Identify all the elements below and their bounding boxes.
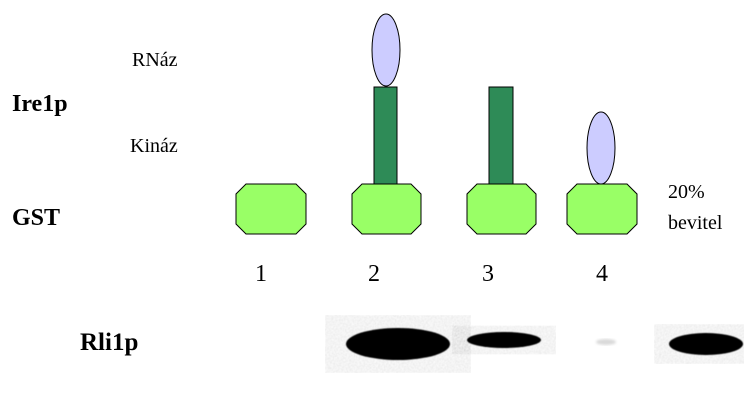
lane-number-1: 1 [255, 261, 267, 287]
gel-band-input-group [669, 333, 743, 355]
lane-number-3: 3 [482, 261, 494, 287]
rli1p-label: Rli1p [80, 329, 139, 356]
gst-shape-1 [235, 183, 307, 235]
gst-label: GST [12, 205, 61, 231]
kinase-domain-2 [373, 86, 398, 185]
gst-shape-4 [566, 183, 638, 235]
gel-band-lane-3-group [467, 332, 541, 348]
gel-band-lane-4 [596, 339, 616, 345]
lane-number-4: 4 [596, 261, 608, 287]
gel-band-lane-2 [346, 328, 450, 360]
lane-number-2: 2 [368, 261, 380, 287]
kinase-domain-3 [488, 86, 514, 185]
input-percent-label: 20% [668, 181, 705, 203]
gel-band-lane-4-group [596, 339, 616, 345]
rnase-domain-4 [586, 111, 616, 185]
kinase-domain-label: Kináz [130, 135, 178, 157]
rnase-domain-label: RNáz [132, 49, 178, 71]
input-word-label: bevitel [668, 212, 723, 234]
gel-band-lane-3 [467, 332, 541, 348]
gel-band-lane-2-group [346, 328, 450, 360]
rnase-domain-2 [371, 13, 401, 87]
gel-band-input [669, 333, 743, 355]
ire1p-label: Ire1p [12, 91, 68, 117]
gst-shape-2 [351, 183, 422, 235]
gst-shape-3 [466, 183, 537, 235]
